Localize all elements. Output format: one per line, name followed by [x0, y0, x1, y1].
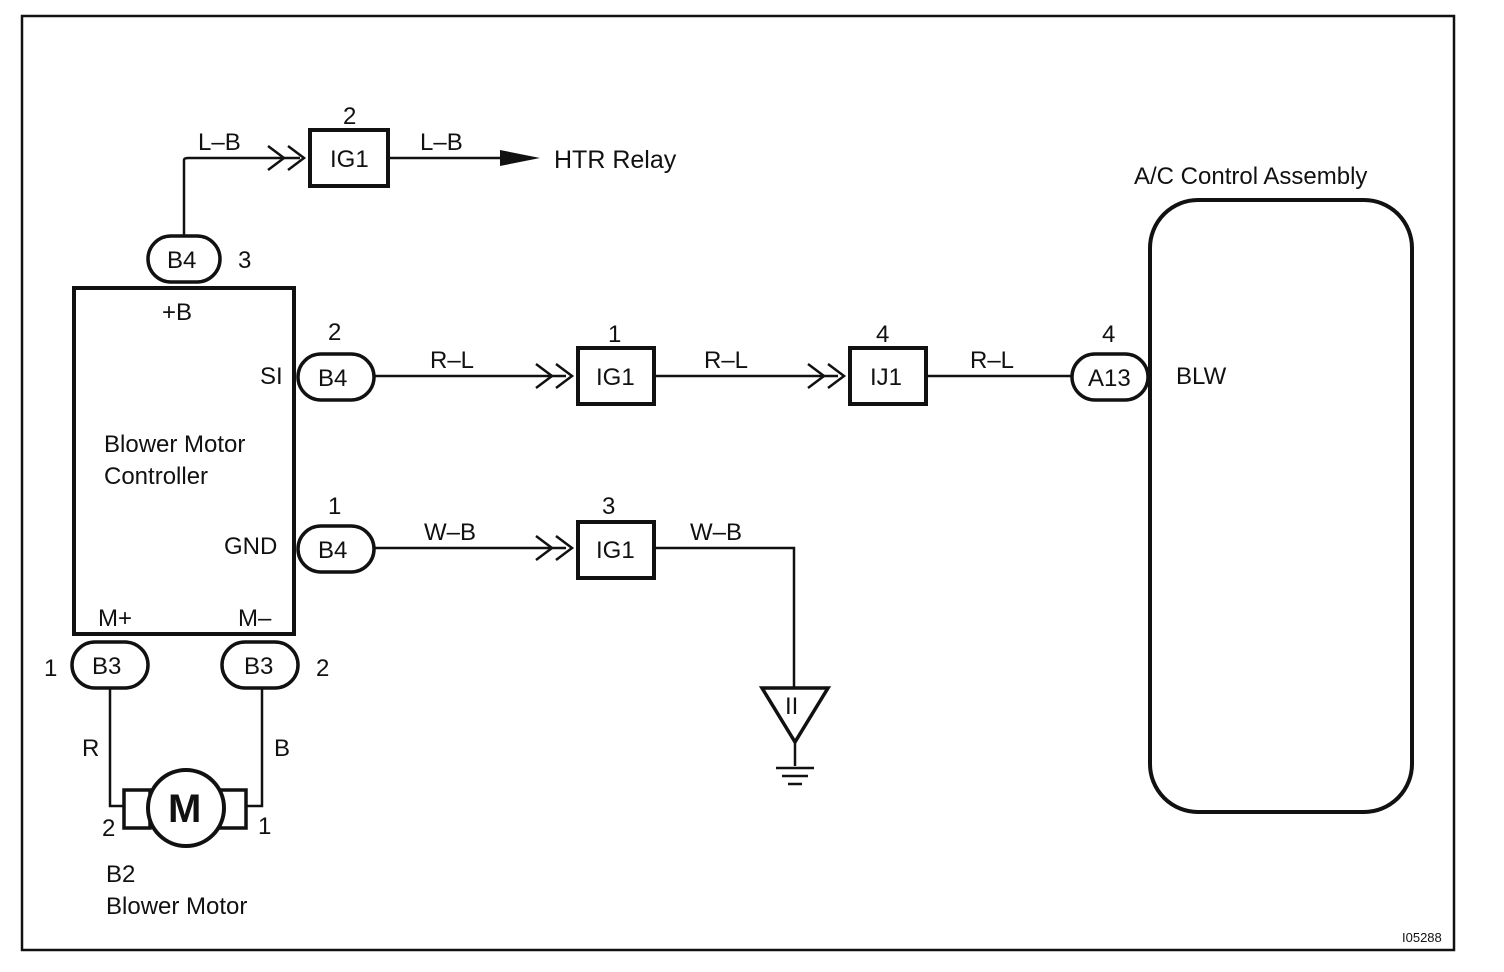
junction-ig1-low-label: IG1 — [596, 537, 635, 564]
diagram-frame — [20, 14, 1456, 952]
controller-pin-si: SI — [260, 363, 283, 390]
connector-b3-right — [220, 640, 300, 690]
motor-brush-left — [122, 788, 152, 830]
wire-label-gnd-2: W–B — [690, 519, 742, 546]
motor-pin-right: 1 — [258, 813, 271, 840]
wire-motor-right — [246, 688, 264, 808]
connector-b3-right-label: B3 — [244, 653, 273, 680]
motor-id: B2 — [106, 861, 135, 888]
connector-a13-label: A13 — [1088, 365, 1131, 392]
wire-label-gnd-1: W–B — [424, 519, 476, 546]
blower-motor-circuit: B3 1 B3 2 R B M 2 1 B2 Blower Motor — [44, 640, 329, 920]
ig1-low-female-arrow-icon — [535, 535, 575, 561]
ground-icon — [776, 742, 814, 786]
junction-ig1-low — [576, 520, 656, 580]
junction-ij1-pin: 4 — [876, 321, 889, 348]
wire-label-top-in: L–B — [198, 129, 241, 156]
ac-control-title: A/C Control Assembly — [1134, 163, 1367, 190]
ij1-female-arrow-icon — [807, 363, 847, 389]
junction-ig1-top-pin: 2 — [343, 103, 356, 130]
connector-b4-top: B4 3 — [146, 234, 251, 284]
motor-symbol: M — [168, 787, 201, 831]
wire-label-si-2: R–L — [704, 347, 748, 374]
ig1-top-female-arrow-icon — [267, 145, 307, 171]
junction-ig1-mid-pin: 1 — [608, 321, 621, 348]
ac-control-assembly: A/C Control Assembly BLW — [1134, 163, 1414, 814]
connector-b4-si-label: B4 — [318, 365, 347, 392]
ground-circuit: B4 1 W–B IG1 3 W–B II — [296, 493, 832, 786]
controller-name-line2: Controller — [104, 463, 208, 490]
wire-label-motor-left: R — [82, 735, 99, 762]
connector-b4-si-pin: 2 — [328, 319, 341, 346]
wire-label-motor-right: B — [274, 735, 290, 762]
ground-point-label: II — [785, 693, 798, 720]
ig1-mid-female-arrow-icon — [535, 363, 575, 389]
junction-ig1-top-label: IG1 — [330, 146, 369, 173]
controller-body — [72, 286, 296, 636]
wire-label-si-3: R–L — [970, 347, 1014, 374]
connector-a13-pin: 4 — [1102, 321, 1115, 348]
connector-b3-left-label: B3 — [92, 653, 121, 680]
wire-gnd-2 — [654, 546, 796, 688]
connector-b3-left-pin: 1 — [44, 655, 57, 682]
connector-b4-top-label: B4 — [167, 247, 196, 274]
ground-point-triangle-icon — [758, 686, 832, 746]
wire-label-top-out: L–B — [420, 129, 463, 156]
motor-icon — [146, 768, 226, 848]
controller-pin-mp: M+ — [98, 605, 132, 632]
connector-b4-top-shape — [146, 234, 222, 284]
connector-b4-top-pin: 3 — [238, 247, 251, 274]
connector-b4-gnd-label: B4 — [318, 537, 347, 564]
blower-motor-controller: +B SI Blower Motor Controller GND M+ M– — [72, 286, 296, 636]
junction-ij1-label: IJ1 — [870, 364, 902, 391]
junction-ig1-mid-label: IG1 — [596, 364, 635, 391]
ac-control-body — [1148, 198, 1414, 814]
motor-pin-left: 2 — [102, 815, 115, 842]
controller-pin-b: +B — [162, 299, 192, 326]
junction-ig1-low-pin: 3 — [602, 493, 615, 520]
htr-relay-label: HTR Relay — [554, 146, 677, 174]
controller-name-line1: Blower Motor — [104, 431, 245, 458]
image-code: I05288 — [1402, 930, 1442, 945]
wire-motor-left — [108, 688, 124, 808]
wire-b4-to-ig1-top — [182, 156, 300, 236]
wire-label-si-1: R–L — [430, 347, 474, 374]
junction-ig1-top — [308, 128, 390, 188]
junction-ij1 — [848, 346, 928, 406]
htr-relay-arrow-icon — [500, 150, 540, 166]
htr-relay-circuit: IG1 2 L–B L–B HTR Relay — [182, 103, 677, 236]
controller-pin-mm: M– — [238, 605, 272, 632]
ac-control-pin-blw: BLW — [1176, 363, 1227, 390]
motor-name: Blower Motor — [106, 893, 247, 920]
controller-pin-gnd: GND — [224, 533, 277, 560]
si-circuit: B4 2 R–L IG1 1 R–L IJ1 4 R–L A13 4 — [296, 319, 1150, 406]
connector-b4-gnd-pin: 1 — [328, 493, 341, 520]
connector-b3-right-pin: 2 — [316, 655, 329, 682]
